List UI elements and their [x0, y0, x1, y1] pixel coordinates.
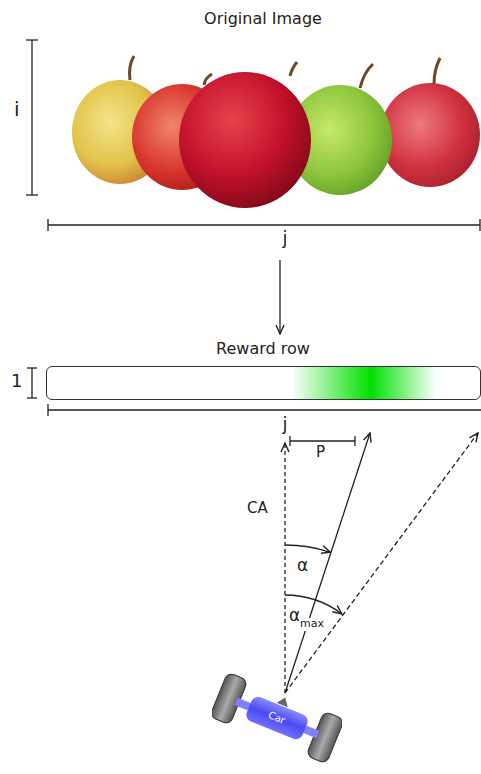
- dimension-label: i: [14, 98, 20, 121]
- reward-row: Reward row: [46, 338, 481, 400]
- dimension-bracket: [26, 40, 481, 446]
- angle-label: α: [296, 556, 309, 576]
- axis-label: CA: [247, 500, 268, 517]
- reward-gradient: [46, 366, 481, 400]
- flow-arrow: [279, 260, 280, 334]
- angle-rays: [285, 433, 478, 693]
- car-icon: Car: [212, 670, 342, 766]
- dimension-label: P: [316, 444, 325, 461]
- row-title: Reward row: [216, 340, 310, 358]
- image-panel: Original Image: [40, 2, 481, 257]
- dimension-label: 1: [11, 371, 22, 392]
- apples-photo: [72, 56, 480, 208]
- dimension-label: j: [282, 228, 287, 249]
- image-title: Original Image: [204, 10, 322, 28]
- angle-subscript: max: [299, 618, 325, 631]
- dimension-label: j: [282, 414, 287, 435]
